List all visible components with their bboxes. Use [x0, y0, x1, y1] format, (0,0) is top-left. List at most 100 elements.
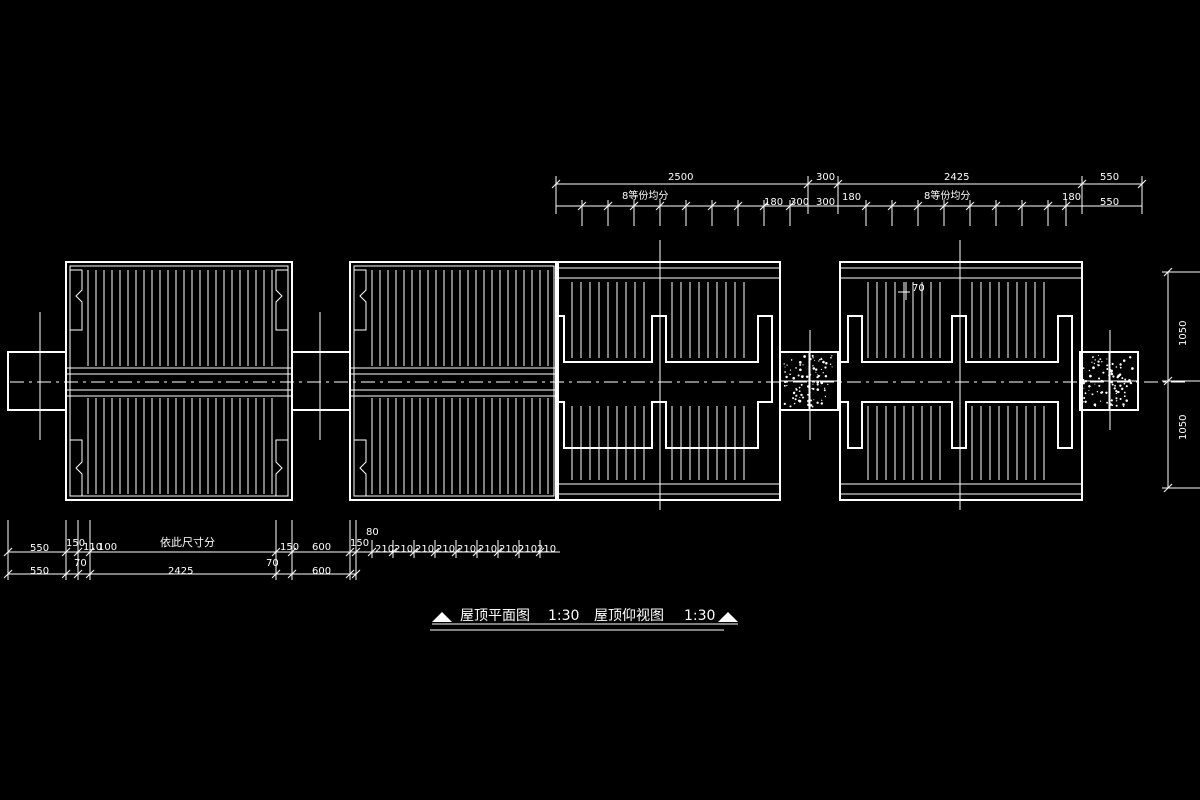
gravel-dot [802, 375, 804, 377]
gravel-dot [1112, 375, 1115, 378]
gravel-dot [800, 383, 803, 386]
gravel-dot [1110, 371, 1113, 373]
hatch-line [577, 201, 587, 211]
gravel-dot [820, 368, 823, 371]
dim-spacing-210-4: 210 [436, 544, 455, 555]
gravel-dot [1114, 384, 1116, 387]
gravel-dot [1098, 384, 1101, 387]
hatch-line [965, 201, 975, 211]
gravel-dot [1125, 385, 1128, 388]
gravel-dot [812, 387, 815, 391]
gravel-dot [814, 359, 816, 361]
gravel-dot [1099, 358, 1102, 360]
gravel-dot [816, 380, 820, 384]
plan-block-2-top-hatch [371, 270, 549, 366]
dim-top-550: 550 [1100, 172, 1119, 183]
gravel-dot [1088, 385, 1091, 388]
dim-bot-110: 110 [83, 542, 102, 553]
gravel-dot [1096, 390, 1099, 393]
gravel-dot [830, 356, 832, 359]
dim-bot2-600: 600 [312, 566, 331, 577]
gravel-dot [807, 403, 810, 407]
gravel-dot [1083, 401, 1085, 403]
dim-bot-150c: 150 [350, 538, 369, 549]
plan-scale: 1:30 [548, 608, 579, 624]
gravel-dot [1084, 400, 1087, 403]
dim-bot-600: 600 [312, 542, 331, 553]
gravel-dot [1091, 393, 1094, 396]
hatch-line [707, 201, 717, 211]
gravel-dot [802, 364, 804, 366]
view-block-4-hatch [867, 282, 1045, 480]
gravel-dot [812, 357, 814, 359]
dim-top-2500: 2500 [668, 172, 693, 183]
hatch-line [759, 201, 769, 211]
dim-top-180c: 180 [1062, 192, 1081, 203]
gravel-dot [786, 385, 788, 387]
gravel-dot [807, 393, 809, 396]
gravel-dot [1100, 391, 1104, 394]
gravel-dot [806, 375, 809, 378]
dim-top-300b: 300 [816, 197, 835, 208]
gravel-dot [1131, 367, 1134, 370]
hatch-line [655, 201, 665, 211]
dim-bot-550: 550 [30, 543, 49, 554]
gravel-dot [811, 387, 813, 390]
gravel-dot [795, 367, 797, 369]
note-follow-dims: 依此尺寸分 [160, 535, 215, 549]
gravel-dot [800, 393, 803, 397]
gravel-dot [1129, 381, 1133, 385]
gravel-dot [1111, 362, 1114, 366]
hatch-line [603, 201, 613, 211]
hatch-line [287, 569, 297, 579]
gravel-dot [795, 394, 798, 397]
dim-bot-80: 80 [366, 527, 379, 538]
hatch-line [271, 569, 281, 579]
gravel-dot [1123, 382, 1126, 385]
gravel-dot [809, 357, 812, 361]
gravel-dot [1113, 387, 1116, 390]
note-8-equal-right: 8等份均分 [924, 189, 970, 202]
gravel-dot [1119, 384, 1122, 387]
hatch-line [351, 547, 361, 557]
gravel-dot [1115, 389, 1118, 393]
gravel-dot [812, 365, 814, 367]
gravel-dot [798, 386, 801, 389]
gravel-dot [798, 399, 802, 403]
gravel-dot [1122, 405, 1125, 408]
gravel-dot [1115, 366, 1118, 368]
hatch-line [861, 201, 871, 211]
gravel-dot [789, 405, 792, 408]
dim-top-300a: 300 [790, 197, 809, 208]
gravel-dot [1098, 377, 1101, 380]
gravel-dot [797, 374, 800, 377]
gravel-dot [799, 368, 802, 372]
gravel-dot [1119, 397, 1122, 401]
gravel-dot [1121, 377, 1124, 380]
gravel-dot [792, 391, 796, 395]
hatch-line [271, 547, 281, 557]
gravel-dot [1110, 399, 1113, 402]
gravel-dot [811, 354, 814, 357]
hatch-line [629, 201, 639, 211]
hatch-line [85, 569, 95, 579]
gravel-dot [819, 375, 821, 377]
view-block-3-hatch [571, 282, 745, 480]
gravel-dot [786, 364, 788, 366]
gravel-dot [1123, 395, 1126, 398]
hatch-line [3, 569, 13, 579]
gravel-dot [1106, 401, 1109, 404]
dim-spacing-210-3: 210 [415, 544, 434, 555]
hatch-line [551, 179, 561, 189]
gravel-dot [1082, 367, 1085, 369]
gravel-dot [816, 388, 820, 391]
hatch-line [345, 569, 355, 579]
gravel-dot [824, 387, 826, 389]
gravel-dot [1115, 397, 1118, 400]
view-block-4 [839, 261, 1083, 501]
gravel-dot [820, 402, 824, 405]
gravel-dot [812, 367, 816, 370]
gravel-dot [824, 395, 827, 398]
hatch-line [493, 547, 503, 557]
hatch-line [991, 201, 1001, 211]
